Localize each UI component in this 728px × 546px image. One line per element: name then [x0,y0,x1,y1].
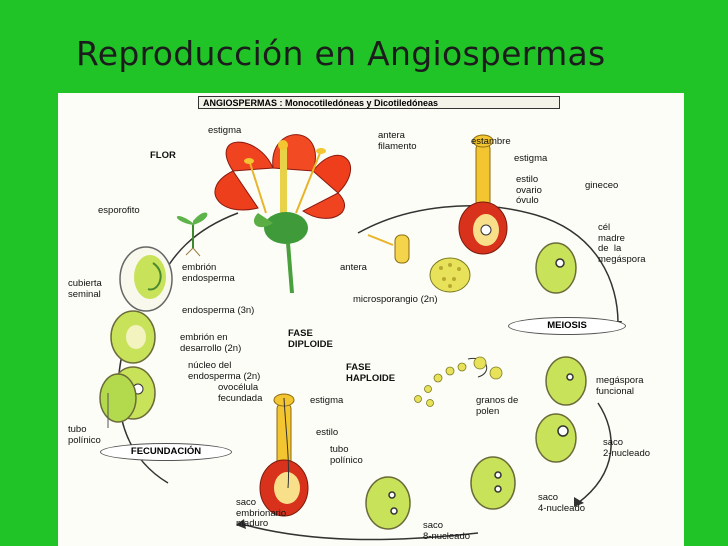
label-estilo-bottom: estilo [316,427,339,438]
diagram-illustration [99,134,622,541]
pollen-pistil-illustration [259,393,309,517]
fecundacion-oval: FECUNDACIÓN [100,443,232,461]
diagram-header: ANGIOSPERMAS : Monocotiledóneas y Dicoti… [198,96,560,109]
label-fase-diploide: FASE DIPLOIDE [288,328,333,350]
label-tubo-polinico-bottom: tubo polínico [330,444,363,466]
meiosis-oval: MEIOSIS [508,317,626,335]
label-nucleo-endosperma: núcleo del endosperma (2n) [188,360,261,382]
label-antera: antera [340,262,367,273]
label-estilo-ovario-ovulo: estilo ovario óvulo [516,174,542,206]
developing-embryo-stages [99,310,156,428]
gynoecium-illustration [458,134,508,255]
label-megaspora-funcional: megáspora funcional [596,375,644,397]
label-granos-polen: granos de polen [476,395,519,417]
label-saco-4: saco 4-nucleado [538,492,586,514]
label-gineceo: gineceo [585,180,619,191]
label-cel-madre: cél madre de la megáspora [598,222,646,265]
pollen-grains [414,356,503,407]
label-flor: FLOR [150,150,176,161]
life-cycle-diagram: ANGIOSPERMAS : Monocotiledóneas y Dicoti… [58,93,684,546]
label-tubo-polinico-left: tubo polínico [68,424,101,446]
label-embrion-desarrollo: embrión en desarrollo (2n) [180,332,242,354]
label-cubierta-seminal: cubierta seminal [68,278,102,300]
sporophyte-seedling [176,212,208,257]
slide-title: Reproducción en Angiospermas [76,34,606,73]
seed-illustration [119,246,173,312]
label-saco-maduro: saco embrionario maduro [236,497,287,529]
label-saco-2: saco 2-nucleado [603,437,651,459]
label-ovocelula: ovocélula fecundada [218,382,263,404]
label-estambre: estambre [471,136,511,147]
label-estigma-bottom: estigma [310,395,344,406]
label-embrion-endosperma: embrión endosperma [182,262,235,284]
label-microsporangio: microsporangio (2n) [353,294,438,305]
label-estigma-gineceo: estigma [514,153,548,164]
label-antera-filamento: antera filamento [378,130,417,152]
label-meiosis: MEIOSIS [547,320,587,331]
flower-illustration [214,134,351,293]
anther-illustration [367,234,471,293]
embryo-sac-stages [365,242,587,530]
label-fase-haploide: FASE HAPLOIDE [346,362,396,384]
label-esporofito: esporofito [98,205,140,216]
label-saco-8: saco 8-nucleado [423,520,471,542]
label-fecundacion: FECUNDACIÓN [130,446,202,457]
label-estigma-top: estigma [208,125,242,136]
label-endosperma-3n: endosperma (3n) [182,305,255,316]
